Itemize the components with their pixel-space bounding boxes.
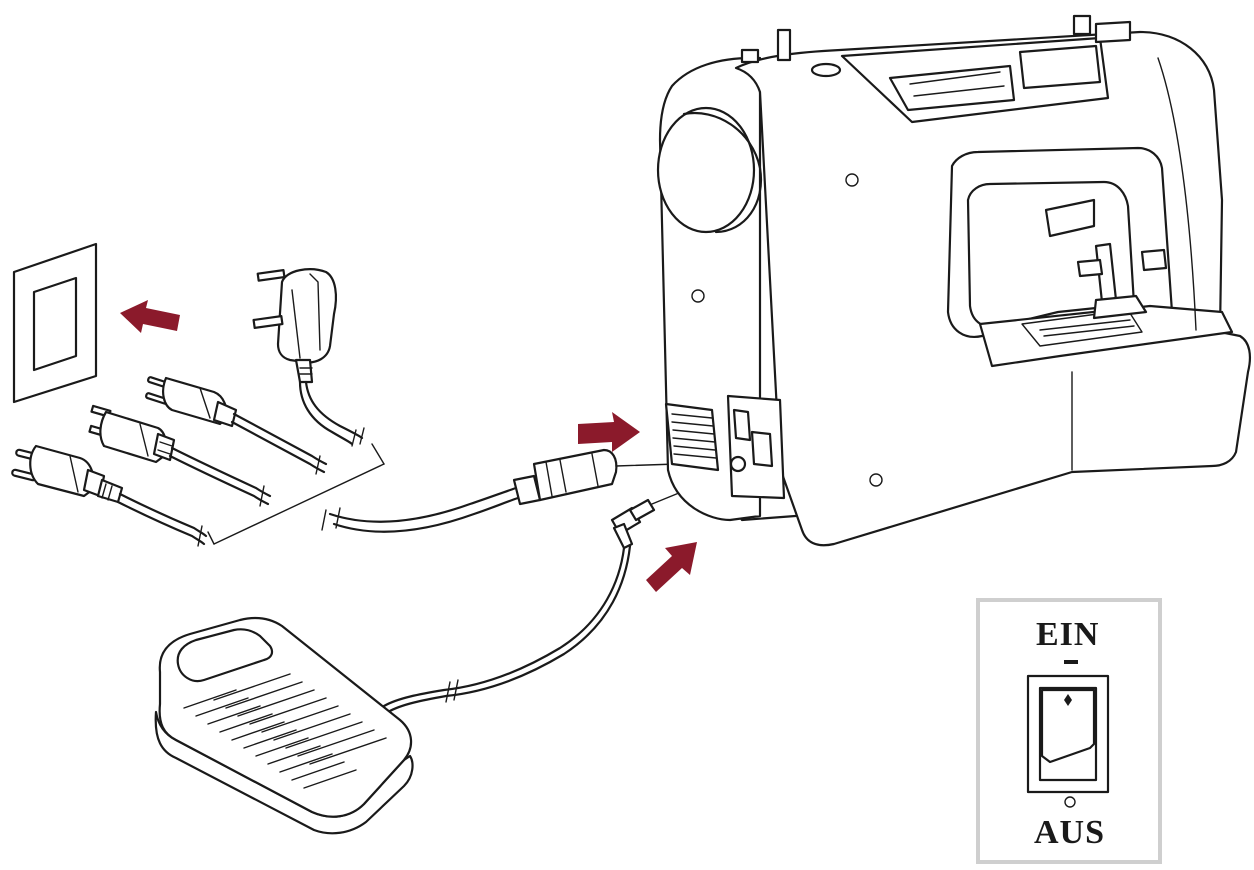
switch-on-label: EIN xyxy=(1036,616,1100,653)
wall-socket-icon xyxy=(12,242,98,404)
direction-arrow-icon xyxy=(120,300,697,592)
sewing-machine-icon xyxy=(656,14,1251,547)
uk-plug-adapter-icon xyxy=(252,268,365,447)
pedal-grip-lines xyxy=(183,673,387,789)
foot-pedal-plug-icon xyxy=(382,467,741,714)
foot-pedal-icon xyxy=(154,616,414,835)
euro-plug-icon xyxy=(145,376,328,475)
vent-slats xyxy=(664,402,720,472)
arrow-to-power-socket xyxy=(578,412,640,452)
us-plug-icon xyxy=(88,404,272,507)
power-cord-connector-icon xyxy=(321,448,739,533)
arrow-to-wall xyxy=(120,300,180,333)
arrow-to-pedal-socket xyxy=(646,542,697,592)
euro-plug-round-icon xyxy=(11,444,208,547)
switch-off-label: AUS xyxy=(1034,814,1106,851)
cord-junction-lines xyxy=(207,443,385,545)
